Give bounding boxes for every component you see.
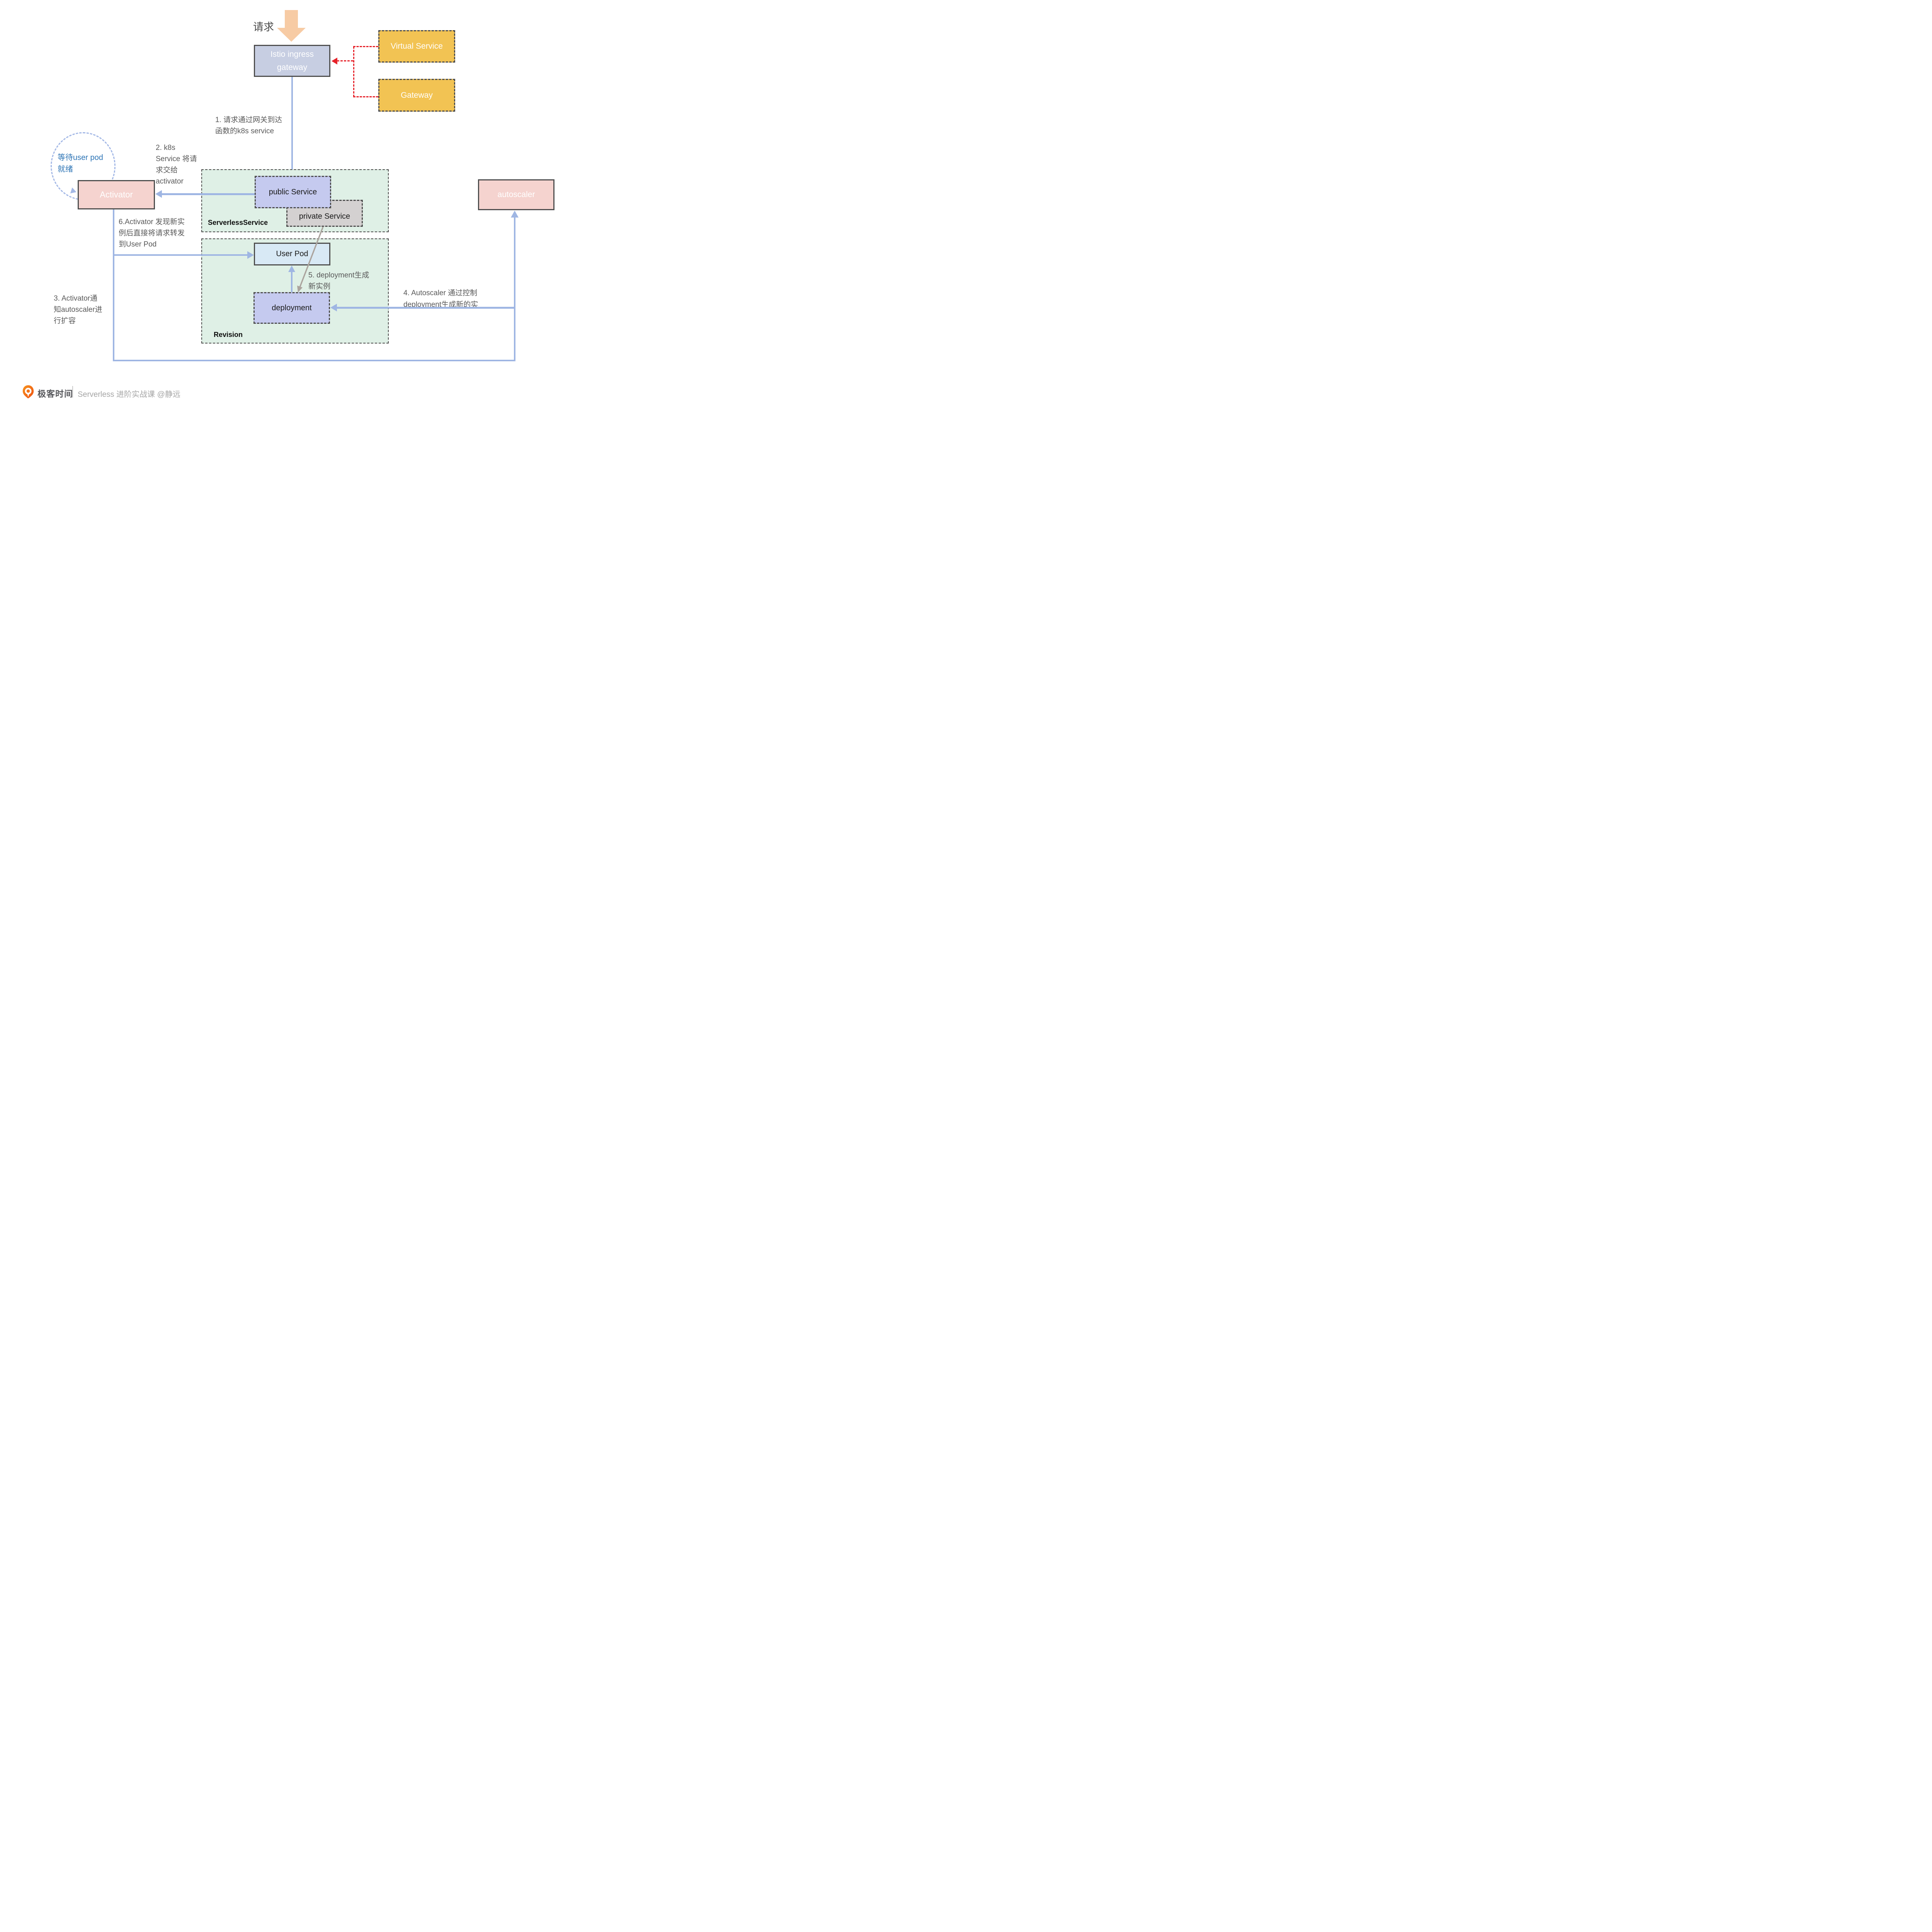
- node-virtual-service: Virtual Service: [378, 30, 455, 63]
- region-serverless-service-label: ServerlessService: [208, 219, 268, 226]
- red-arrowhead-left: [332, 58, 337, 65]
- connector-istio-to-public-service: [291, 77, 293, 176]
- annotation-step6: 6.Activator 发现新实 例后直接将请求转发 到User Pod: [119, 218, 185, 248]
- node-deployment: deployment: [253, 292, 330, 324]
- annotation-step2: 2. k8s Service 将请 求交给 activator: [156, 144, 197, 185]
- region-revision-label: Revision: [214, 331, 243, 338]
- node-public-service: public Service: [255, 176, 331, 208]
- node-istio-ingress-gateway: Istio ingress gateway: [254, 45, 330, 77]
- diagram-canvas: 请求 Istio ingress gateway Virtual Service…: [0, 0, 597, 405]
- geektime-logo-icon: [22, 385, 34, 398]
- footer-divider: [72, 386, 73, 398]
- annotation-step1: 1. 请求通过网关到达 函数的k8s service: [215, 116, 282, 135]
- node-gateway: Gateway: [378, 79, 455, 112]
- annotation-step4: 4. Autoscaler 通过控制 deployment生成新的实: [403, 289, 478, 309]
- annotation-step5: 5. deployment生成 新实例: [308, 271, 369, 291]
- node-activator: Activator: [78, 180, 155, 209]
- wait-loop-note: 等待user pod 就绪: [58, 153, 103, 173]
- request-label: 请求: [253, 21, 274, 33]
- node-autoscaler: autoscaler: [478, 179, 554, 210]
- connector-private-service-to-deployment: [297, 226, 324, 293]
- footer-brand: 极客时间: [37, 389, 73, 399]
- annotation-step3: 3. Activator通 知autoscaler进 行扩容: [54, 294, 102, 325]
- footer-course: Serverless 进阶实战课 @静远: [78, 390, 180, 399]
- node-user-pod: User Pod: [254, 243, 330, 265]
